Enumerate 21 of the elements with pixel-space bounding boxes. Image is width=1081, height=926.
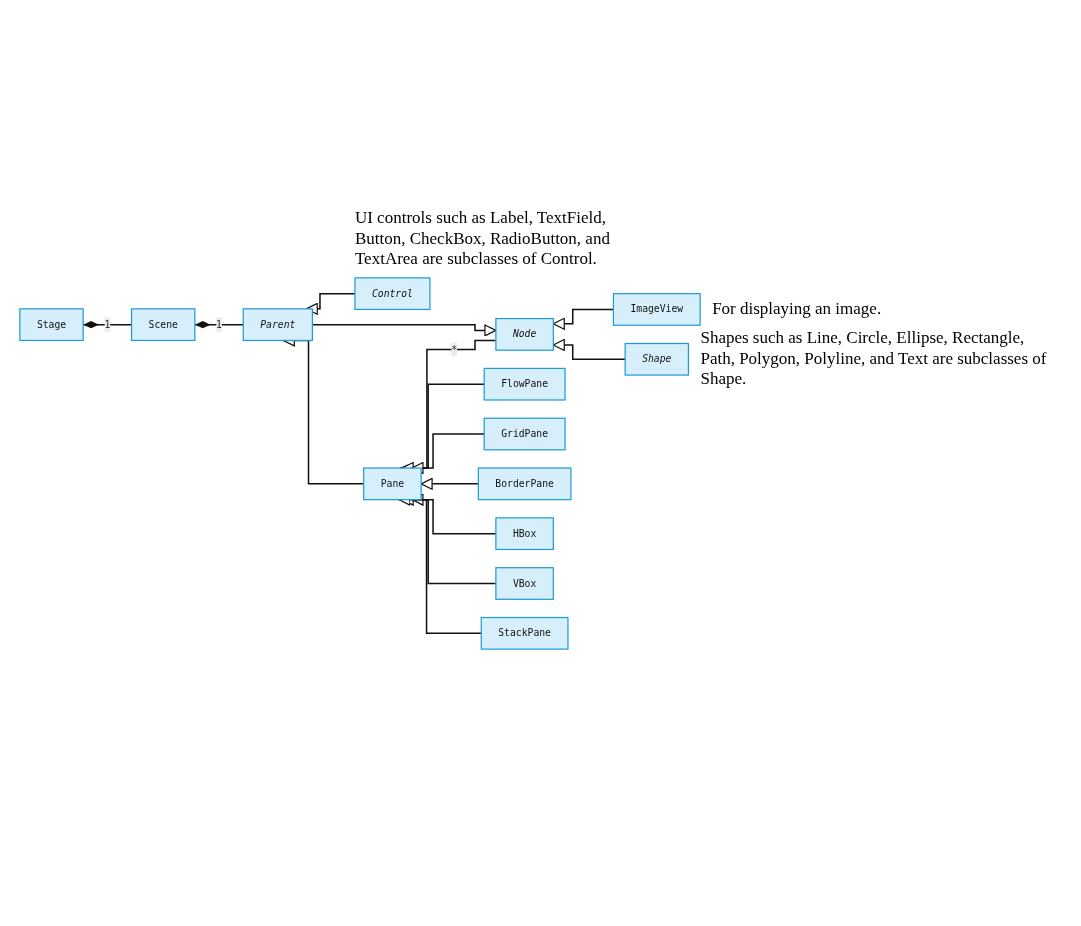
class-note: UI controls such as Label, TextField, Button, CheckBox, RadioButton, and TextArea are subclasses of Control. bbox=[354, 208, 611, 270]
class-note: Shapes such as Line, Circle, Ellipse, Rectangle, Path, Polygon, Polyline, and Text are subclasses of Shape. bbox=[700, 328, 1048, 390]
node-box: VBox bbox=[495, 566, 554, 600]
class-note: For displaying an image. bbox=[712, 298, 883, 320]
node-box: HBox bbox=[495, 516, 554, 550]
node-box: ImageView bbox=[612, 292, 701, 326]
node-box: Node bbox=[495, 317, 554, 351]
node-box: Scene bbox=[130, 307, 196, 341]
node-box: Shape bbox=[624, 342, 690, 376]
node-box: Pane bbox=[363, 466, 422, 500]
connector bbox=[194, 320, 244, 328]
node-box: Control bbox=[354, 276, 431, 310]
edge-label: 1 bbox=[216, 318, 222, 330]
node-box: Parent bbox=[242, 307, 313, 341]
edge-label: 1 bbox=[104, 318, 111, 330]
node-box: FlowPane bbox=[483, 367, 566, 401]
edge-label: * bbox=[451, 342, 458, 355]
node-box: StackPane bbox=[480, 616, 569, 650]
node-box: BorderPane bbox=[477, 466, 572, 500]
node-box: Stage bbox=[19, 307, 84, 341]
node-box: GridPane bbox=[483, 417, 566, 450]
